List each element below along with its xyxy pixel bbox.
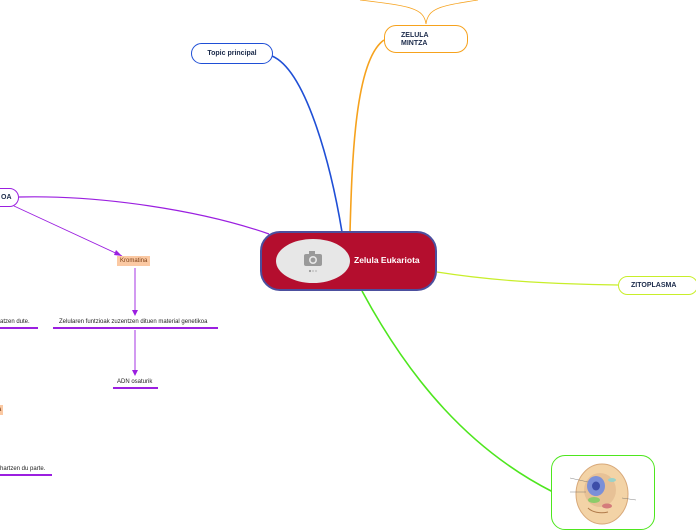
topic-principal-label: Topic principal bbox=[207, 50, 256, 57]
zelularen-label[interactable]: Zelularen funtzioak zuzentzen dituen mat… bbox=[59, 319, 207, 325]
zitoplasma-label: ZITOPLASMA bbox=[631, 282, 676, 289]
kromatina-tag[interactable]: Kromatina bbox=[117, 256, 150, 266]
nukleoa-label: OA bbox=[1, 194, 12, 201]
edge-kromatina bbox=[14, 206, 122, 256]
partial-tag-label: a bbox=[0, 407, 1, 413]
arrowhead-zelularen bbox=[132, 310, 138, 316]
central-topic-node[interactable]: Zelula Eukariota bbox=[260, 231, 437, 291]
zelula-mintza-label-2: MINTZA bbox=[401, 40, 467, 48]
partial-underline-3 bbox=[0, 474, 52, 476]
camera-icon bbox=[276, 239, 350, 283]
partial-text-1[interactable]: atzen dute. bbox=[0, 319, 30, 325]
cell-image-node[interactable] bbox=[551, 455, 655, 530]
edge-zelula-mintza bbox=[350, 40, 384, 232]
zitoplasma-node[interactable]: ZITOPLASMA bbox=[618, 276, 696, 295]
kromatina-label: Kromatina bbox=[120, 258, 147, 264]
arrowhead-adn bbox=[132, 370, 138, 376]
nukleoa-node[interactable]: OA bbox=[0, 188, 19, 207]
topic-principal-node[interactable]: Topic principal bbox=[191, 43, 273, 64]
partial-underline-1 bbox=[0, 327, 38, 329]
image-placeholder bbox=[276, 239, 350, 283]
zelula-mintza-node[interactable]: ZELULA MINTZA bbox=[384, 25, 468, 53]
partial-tag[interactable]: a bbox=[0, 405, 3, 415]
adn-label[interactable]: ADN osaturik bbox=[117, 379, 152, 385]
edge-zelula-mintza-sub bbox=[360, 0, 478, 24]
edge-nukleoa bbox=[19, 197, 269, 234]
central-topic-title: Zelula Eukariota bbox=[354, 255, 420, 265]
edge-zitoplasma bbox=[437, 272, 618, 285]
edge-image-node bbox=[362, 291, 553, 492]
partial-text-3[interactable]: hartzen du parte. bbox=[0, 466, 45, 472]
cell-illustration bbox=[552, 456, 655, 530]
edge-topic-principal bbox=[272, 56, 342, 232]
adn-underline bbox=[113, 387, 158, 389]
zelula-mintza-label-1: ZELULA bbox=[401, 32, 467, 40]
zelularen-underline bbox=[53, 327, 218, 329]
